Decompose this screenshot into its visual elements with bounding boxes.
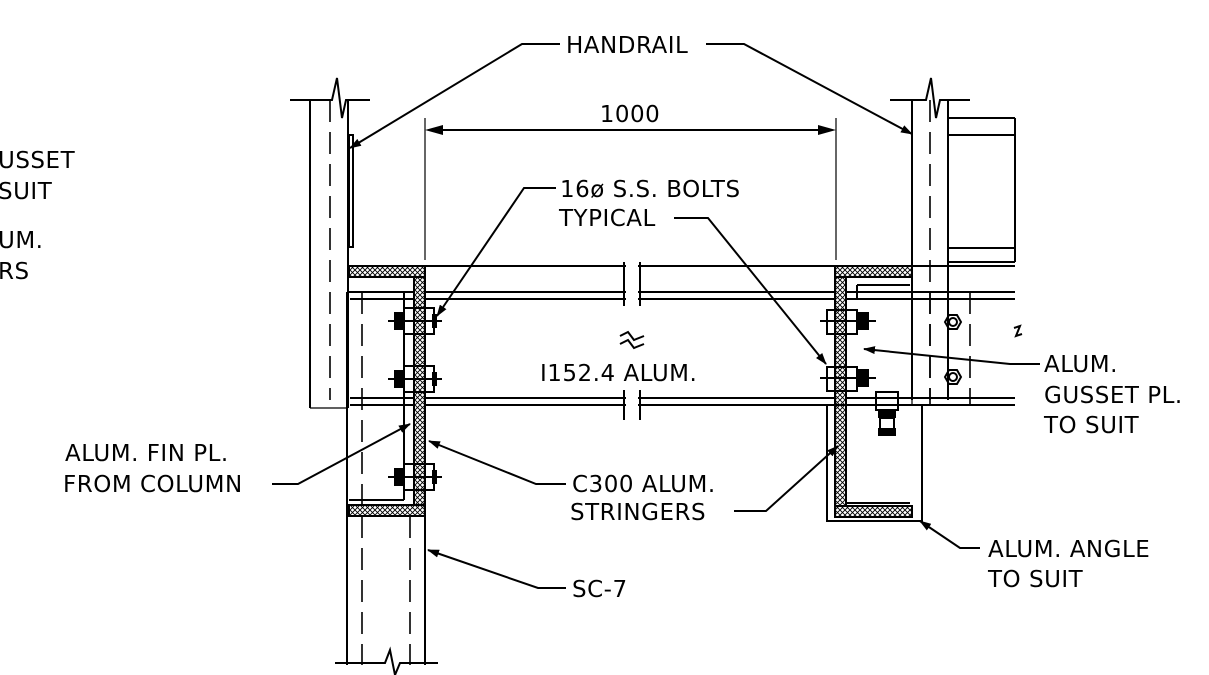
cut-left-label-line1: USSET	[0, 148, 76, 174]
i-beam	[350, 262, 1023, 420]
column-label: SC-7	[572, 577, 628, 603]
labels: HANDRAIL 16ø S.S. BOLTS TYPICAL I152.4 A…	[0, 33, 1183, 603]
cut-left-label-line3: UM.	[0, 228, 44, 254]
dimension-text: 1000	[600, 102, 661, 128]
beam-label: I152.4 ALUM.	[540, 361, 697, 387]
bolts	[388, 306, 963, 491]
leaders	[272, 43, 1040, 589]
bolts-label-line2: TYPICAL	[558, 206, 656, 232]
hex-bolt	[943, 314, 963, 330]
cut-left-label-line2: SUIT	[0, 179, 53, 205]
hex-bolt	[943, 369, 963, 385]
dimension-1000: 1000	[424, 102, 837, 260]
bolt	[388, 307, 442, 335]
cut-left-label-line4: RS	[0, 259, 30, 285]
angle-label-line1: ALUM. ANGLE	[988, 537, 1150, 563]
bolt	[388, 365, 442, 393]
column-sc7	[335, 292, 438, 675]
bolt	[875, 391, 899, 436]
bolt	[820, 306, 876, 338]
bolts-label-line1: 16ø S.S. BOLTS	[560, 177, 741, 203]
gusset-right-label-line2: GUSSET PL.	[1044, 383, 1183, 409]
gusset-right-label-line3: TO SUIT	[1043, 413, 1140, 439]
fin-plate-label-line2: FROM COLUMN	[63, 472, 243, 498]
left-handrail-post	[290, 77, 370, 409]
stringers-label-line2: STRINGERS	[570, 500, 706, 526]
handrail-label: HANDRAIL	[566, 33, 688, 59]
fin-plate-label-line1: ALUM. FIN PL.	[65, 441, 229, 467]
bolt	[820, 363, 876, 395]
angle-label-line2: TO SUIT	[987, 567, 1084, 593]
right-handrail-post	[890, 77, 1016, 400]
gusset-right-label-line1: ALUM.	[1044, 352, 1118, 378]
stringers-label-line1: C300 ALUM.	[572, 472, 716, 498]
right-stringer	[826, 265, 923, 522]
bolt	[388, 463, 442, 491]
